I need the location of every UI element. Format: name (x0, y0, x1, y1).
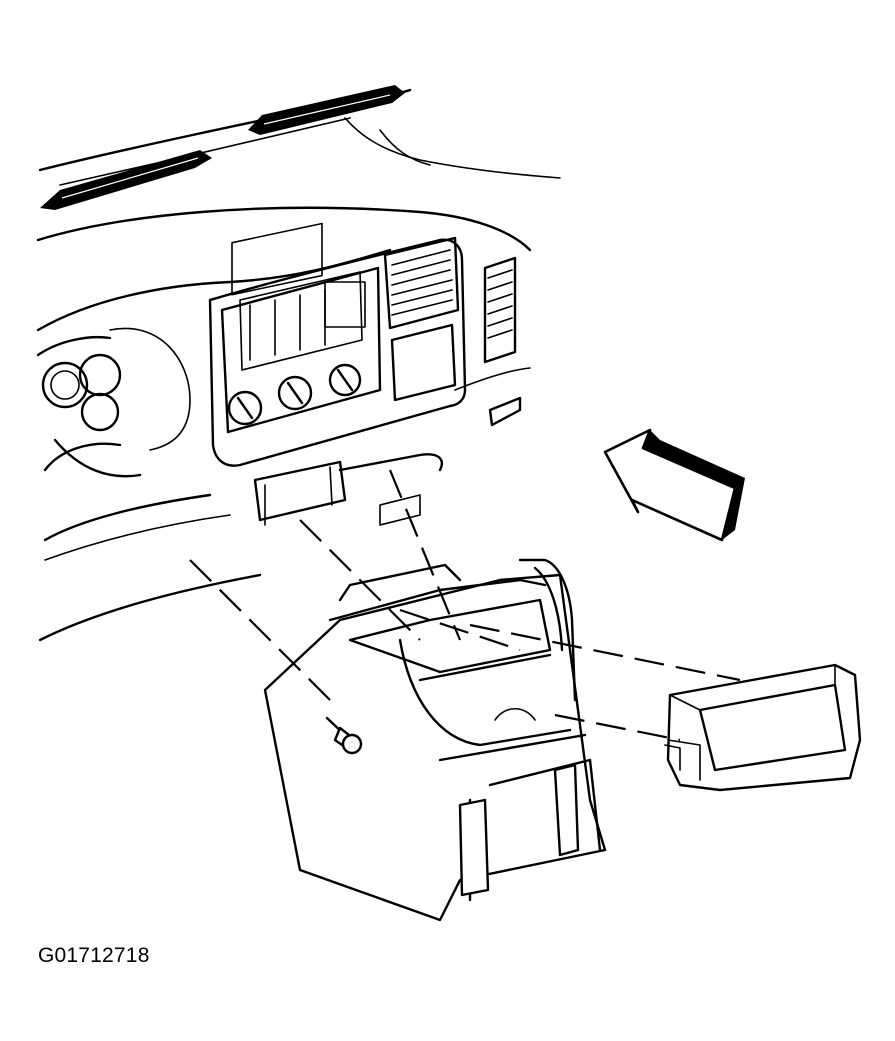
instrument-panel (36, 248, 531, 642)
direction-arrow-icon (603, 428, 745, 542)
gauge-cluster (41, 353, 142, 478)
left-defroster-vent (40, 150, 212, 210)
right-air-vent (483, 256, 517, 364)
mounting-bracket (253, 453, 443, 526)
screw-icon (325, 716, 363, 755)
center-stack-bezel (208, 222, 467, 467)
storage-bin (664, 663, 862, 792)
right-defroster-vent (248, 85, 405, 135)
floor-console (263, 558, 607, 922)
alignment-lines (189, 469, 741, 742)
hvac-knobs (227, 363, 362, 426)
figure-id-label: G01712718 (38, 944, 150, 967)
center-air-vent (383, 236, 460, 402)
